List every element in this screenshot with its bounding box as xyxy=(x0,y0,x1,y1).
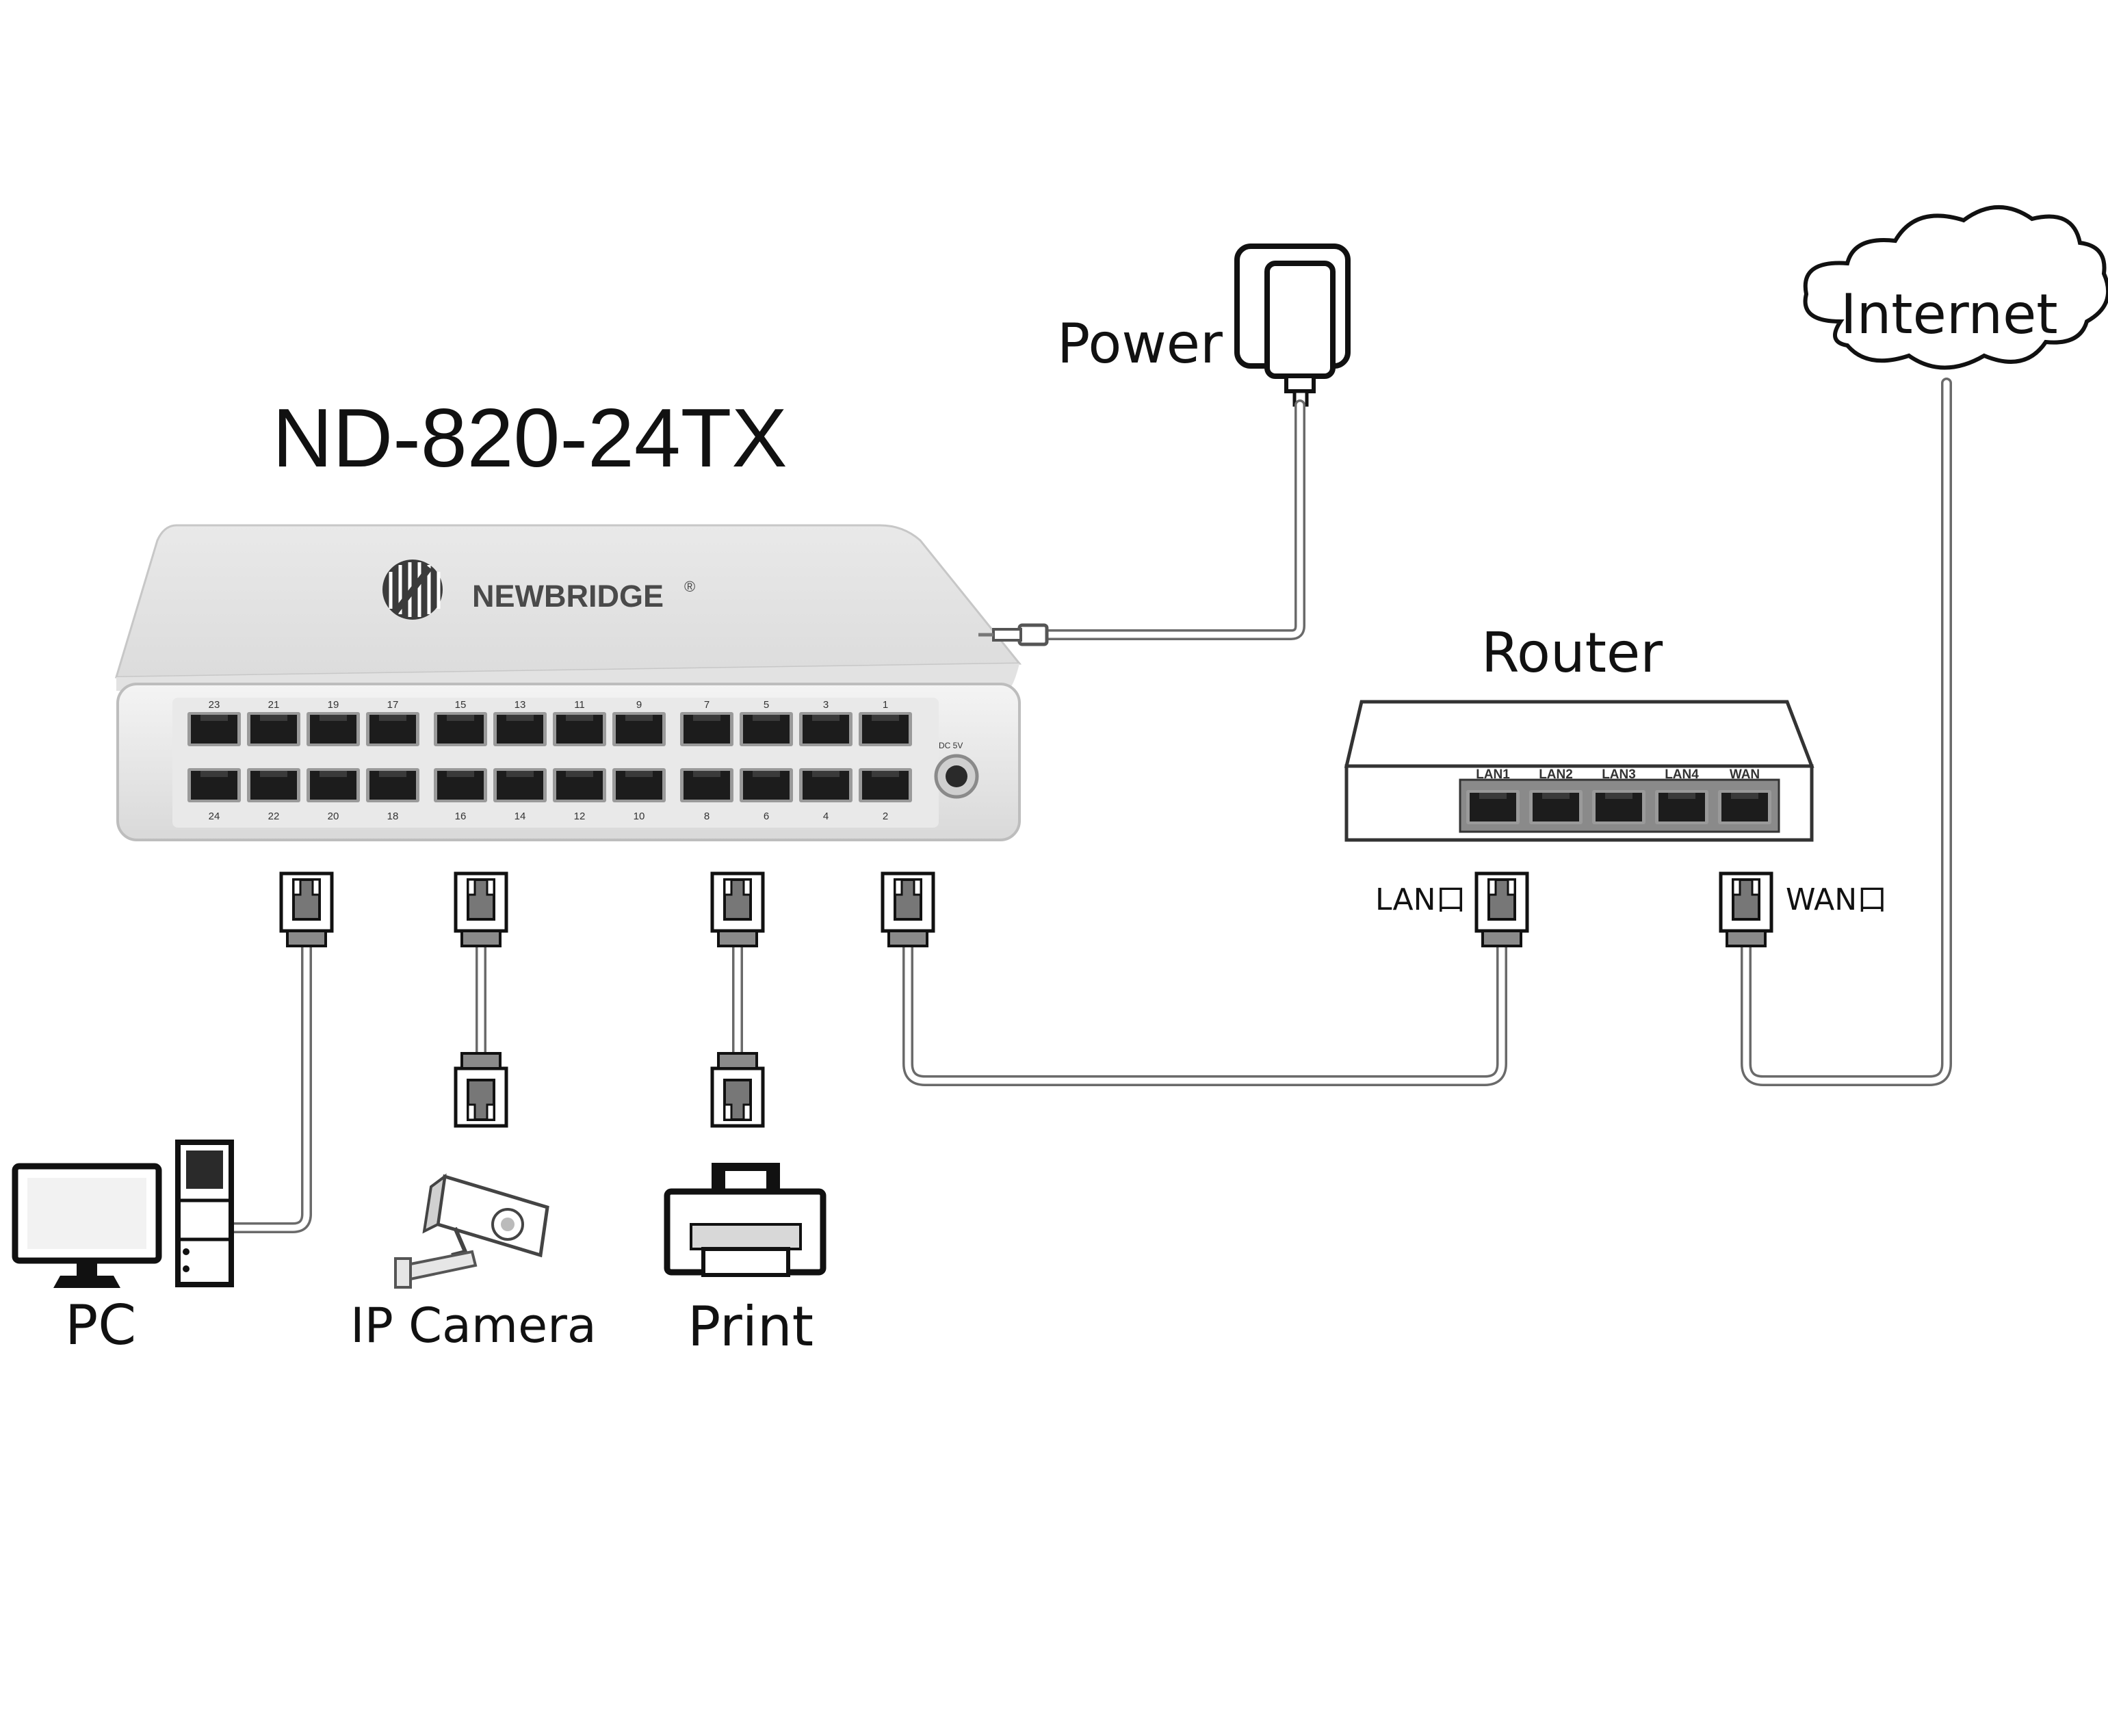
router-port-wan xyxy=(1718,790,1771,824)
switch-port-top-number: 5 xyxy=(764,699,769,711)
router-port-lan3 xyxy=(1592,790,1645,824)
switch-port-top-number: 19 xyxy=(328,699,339,711)
ip-camera-label: IP Camera xyxy=(350,1298,597,1354)
cloud-icon xyxy=(1803,205,2108,370)
rj45-plug-icon xyxy=(1721,873,1771,946)
rj45-plug-icon xyxy=(456,873,506,946)
dc-label: DC 5V xyxy=(939,741,963,750)
switch-port-bottom-number: 16 xyxy=(455,811,467,822)
switch-port-bottom-number: 2 xyxy=(883,811,888,822)
switch-port-8 xyxy=(680,768,733,802)
switch-port-19 xyxy=(307,712,360,746)
router-port-label: LAN2 xyxy=(1539,767,1573,782)
switch-port-top-number: 17 xyxy=(387,699,399,711)
rj45-plug-icon xyxy=(1476,873,1527,946)
switch-ports-bottom-row: 24 22 20 18 16 14 12 10 8 6 4 2 xyxy=(187,768,912,822)
internet-label: Internet xyxy=(1840,282,2058,346)
switch-port-14 xyxy=(493,768,547,802)
switch-port-13 xyxy=(493,712,547,746)
rj45-plug-icon xyxy=(712,873,763,946)
printer-icon xyxy=(664,1163,827,1277)
switch-port-bottom-number: 20 xyxy=(328,811,339,822)
switch-port-16 xyxy=(434,768,487,802)
print-label: Print xyxy=(688,1295,814,1358)
switch-port-top-number: 13 xyxy=(515,699,526,711)
rj45-plug-icon xyxy=(281,873,332,946)
switch-port-20 xyxy=(307,768,360,802)
switch-port-6 xyxy=(740,768,793,802)
switch-ports-top-row: 23 21 19 17 15 13 11 9 7 5 3 1 xyxy=(187,699,912,746)
router-ports: LAN1 LAN2 LAN3 LAN4 WAN xyxy=(1466,767,1771,824)
switch-port-top-number: 1 xyxy=(883,699,888,711)
switch-port-9 xyxy=(612,712,666,746)
switch-port-17 xyxy=(366,712,419,746)
brand-logo-icon xyxy=(382,560,443,620)
switch-port-12 xyxy=(553,768,606,802)
brand-trademark: ® xyxy=(684,578,695,595)
switch-port-4 xyxy=(799,768,853,802)
router-port-label: WAN xyxy=(1730,767,1760,782)
switch-port-bottom-number: 6 xyxy=(764,811,769,822)
pc-monitor-icon xyxy=(12,1163,162,1288)
switch-to-router-cable xyxy=(902,938,1507,1086)
switch-port-22 xyxy=(247,768,300,802)
product-title: ND-820-24TX xyxy=(272,391,788,484)
power-plug-icon xyxy=(978,623,1049,646)
switch-port-top-number: 3 xyxy=(823,699,829,711)
switch-port-bottom-number: 10 xyxy=(634,811,645,822)
switch-port-18 xyxy=(366,768,419,802)
switch-port-2 xyxy=(859,768,912,802)
switch-port-top-number: 9 xyxy=(636,699,642,711)
router-port-lan2 xyxy=(1529,790,1583,824)
pc-label: PC xyxy=(65,1293,136,1357)
switch-port-3 xyxy=(799,712,853,746)
switch-port-bottom-number: 24 xyxy=(209,811,220,822)
lan-port-label: LAN口 xyxy=(1375,882,1466,917)
switch-port-bottom-number: 18 xyxy=(387,811,399,822)
switch-port-5 xyxy=(740,712,793,746)
router: LAN1 LAN2 LAN3 LAN4 WAN xyxy=(1344,700,1814,842)
switch-port-1 xyxy=(859,712,912,746)
wan-port-label: WAN口 xyxy=(1786,882,1887,917)
rj45-plug-icon xyxy=(456,1053,506,1126)
switch-port-bottom-number: 8 xyxy=(704,811,710,822)
switch-port-7 xyxy=(680,712,733,746)
rj45-plug-icon xyxy=(712,1053,763,1126)
switch-port-bottom-number: 14 xyxy=(515,811,526,822)
switch-port-bottom-number: 22 xyxy=(268,811,280,822)
switch-port-top-number: 15 xyxy=(455,699,467,711)
power-cable xyxy=(1040,399,1305,640)
pc-tower-icon xyxy=(175,1140,234,1287)
switch-port-21 xyxy=(247,712,300,746)
switch-port-top-number: 21 xyxy=(268,699,280,711)
switch-port-10 xyxy=(612,768,666,802)
switch-port-11 xyxy=(553,712,606,746)
router-port-lan4 xyxy=(1655,790,1708,824)
ip-camera-icon xyxy=(394,1173,549,1289)
router-port-label: LAN1 xyxy=(1476,767,1510,782)
switch-port-top-number: 23 xyxy=(209,699,220,711)
router-port-lan1 xyxy=(1466,790,1520,824)
brand-name: NEWBRIDGE xyxy=(472,579,664,614)
switch-port-24 xyxy=(187,768,241,802)
switch-port-23 xyxy=(187,712,241,746)
switch-port-top-number: 11 xyxy=(574,699,585,711)
power-label: Power xyxy=(1057,312,1223,376)
switch-port-15 xyxy=(434,712,487,746)
pc-cable xyxy=(227,938,312,1233)
router-port-label: LAN3 xyxy=(1602,767,1636,782)
switch-port-bottom-number: 4 xyxy=(823,811,829,822)
router-label: Router xyxy=(1481,621,1663,685)
router-port-label: LAN4 xyxy=(1665,767,1699,782)
rj45-plug-icon xyxy=(883,873,933,946)
switch-port-top-number: 7 xyxy=(704,699,710,711)
switch-port-bottom-number: 12 xyxy=(574,811,586,822)
power-adapter-icon xyxy=(1234,244,1351,407)
